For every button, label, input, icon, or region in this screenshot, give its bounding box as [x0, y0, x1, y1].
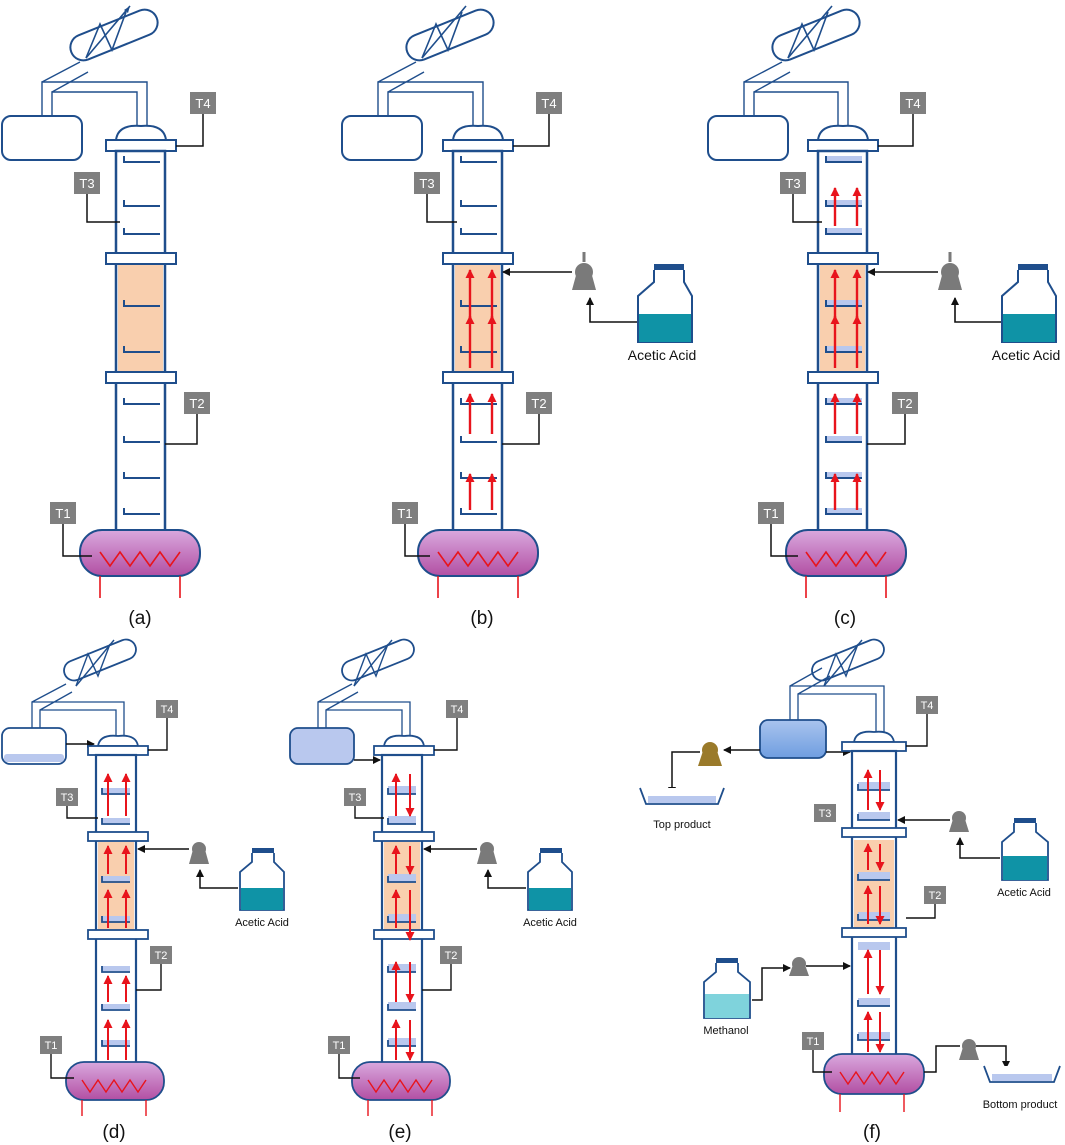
reflux-drum: [289, 727, 355, 765]
condenser: [405, 5, 495, 62]
sensor-t4: T4: [513, 92, 562, 147]
heating-coil: [99, 550, 181, 568]
sensor-t2: T2: [422, 946, 462, 991]
svg-text:T1: T1: [55, 506, 70, 521]
sensor-t3: T3: [74, 172, 120, 223]
sensor-t4: T4: [878, 92, 926, 147]
methanol-pump: [789, 957, 809, 976]
svg-text:T3: T3: [819, 808, 832, 820]
sensor-t1: T1: [328, 1036, 360, 1079]
condenser: [69, 5, 159, 62]
bottom-product-label: Bottom product: [983, 1099, 1058, 1111]
svg-text:T2: T2: [531, 396, 546, 411]
panel-e: Acetic Acid T4 T3 T2 T1 (e): [289, 638, 577, 1143]
caption-c: (c): [834, 608, 856, 629]
svg-text:T3: T3: [349, 792, 362, 804]
bottom-pump: [959, 1039, 979, 1060]
sensor-t2: T2: [906, 886, 946, 919]
caption-b: (b): [470, 608, 493, 629]
caption-d: (d): [102, 1122, 125, 1143]
caption-f: (f): [863, 1122, 881, 1143]
svg-text:T2: T2: [189, 396, 204, 411]
panel-f: Top product: [639, 638, 1061, 1143]
svg-text:T1: T1: [807, 1036, 820, 1048]
sensor-t1: T1: [50, 502, 92, 557]
acid-label: Acetic Acid: [628, 347, 696, 363]
feed-pump: [189, 842, 209, 864]
catalytic-packing: [455, 265, 500, 372]
panel-b: Acetic Acid T4 T3 T2 T1 (b): [341, 5, 696, 629]
sensor-t2: T2: [867, 392, 918, 445]
sensor-t2: T2: [165, 392, 210, 445]
svg-text:T4: T4: [541, 96, 556, 111]
sensor-t1: T1: [802, 1032, 832, 1073]
svg-text:T1: T1: [45, 1040, 58, 1052]
sensor-t4: T4: [434, 700, 468, 751]
sensor-t4: T4: [176, 92, 216, 147]
sensor-t3: T3: [780, 172, 822, 223]
svg-text:T3: T3: [61, 792, 74, 804]
svg-text:T1: T1: [333, 1040, 346, 1052]
top-product-label: Top product: [653, 819, 710, 831]
vapor-arrows: [830, 187, 862, 510]
panel-a: T4 T3 T2 T1 (a): [1, 5, 216, 629]
sensor-t4: T4: [148, 700, 178, 751]
vapor-line: [41, 81, 148, 128]
sensor-t1: T1: [40, 1036, 74, 1079]
svg-text:T4: T4: [905, 96, 920, 111]
sensor-t3: T3: [344, 788, 384, 819]
sensor-t3: T3: [814, 804, 836, 822]
column-head: [114, 124, 168, 141]
feed-pump: [938, 252, 962, 290]
feed-pump: [949, 811, 969, 832]
panel-d: Acetic Acid T4 T3 T2 T1 (d): [1, 638, 289, 1143]
svg-text:T4: T4: [195, 96, 210, 111]
sensor-t2: T2: [502, 392, 552, 445]
methanol-label: Methanol: [703, 1025, 748, 1037]
reflux-drum: [1, 115, 83, 161]
svg-text:T2: T2: [155, 950, 168, 962]
acid-label: Acetic Acid: [235, 917, 289, 929]
catalytic-packing: [118, 265, 163, 372]
reflux-drum: [759, 719, 827, 759]
svg-text:T3: T3: [785, 176, 800, 191]
svg-text:T2: T2: [445, 950, 458, 962]
trays: [123, 156, 160, 515]
vapor-arrows: [465, 269, 497, 510]
svg-text:T3: T3: [79, 176, 94, 191]
sensor-t1: T1: [392, 502, 430, 557]
acid-label: Acetic Acid: [523, 917, 577, 929]
product-pump: [698, 742, 722, 766]
sensor-t4: T4: [906, 696, 938, 747]
sensor-t2: T2: [136, 946, 172, 991]
acid-label: Acetic Acid: [997, 887, 1051, 899]
reflux-drum: [341, 115, 423, 161]
caption-a: (a): [128, 608, 151, 629]
svg-text:T2: T2: [929, 890, 942, 902]
svg-text:T4: T4: [161, 704, 174, 716]
svg-text:T3: T3: [419, 176, 434, 191]
sensor-t3: T3: [414, 172, 457, 223]
acid-tank: [637, 264, 693, 343]
feed-pump: [572, 252, 596, 290]
sensor-t3: T3: [56, 788, 98, 819]
sensor-t1: T1: [758, 502, 798, 557]
svg-text:T4: T4: [921, 700, 934, 712]
caption-e: (e): [388, 1122, 411, 1143]
svg-text:T1: T1: [397, 506, 412, 521]
svg-text:T4: T4: [451, 704, 464, 716]
svg-text:T2: T2: [897, 396, 912, 411]
panel-c: Acetic Acid T4 T3 T2 T1 (c): [707, 5, 1060, 629]
feed-pump: [477, 842, 497, 864]
svg-text:T1: T1: [763, 506, 778, 521]
acid-label: Acetic Acid: [992, 347, 1060, 363]
